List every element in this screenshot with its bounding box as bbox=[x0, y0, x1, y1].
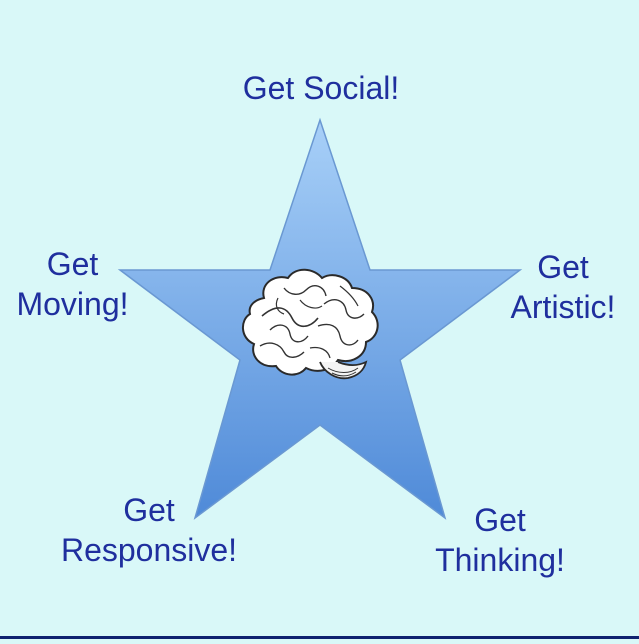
label-get-moving-line2: Moving! bbox=[16, 286, 129, 322]
label-get-artistic-line2: Artistic! bbox=[510, 289, 616, 325]
label-get-artistic-line1: Get bbox=[537, 249, 589, 285]
label-get-responsive-line2: Responsive! bbox=[60, 532, 238, 568]
label-get-thinking-line1: Get bbox=[474, 502, 526, 538]
label-get-moving: Get Moving! bbox=[0, 244, 145, 324]
brain-icon bbox=[242, 268, 379, 380]
label-get-thinking: Get Thinking! bbox=[418, 500, 582, 580]
bottom-border bbox=[0, 636, 639, 639]
label-get-responsive: Get Responsive! bbox=[42, 490, 256, 570]
label-get-moving-line1: Get bbox=[46, 246, 99, 282]
label-get-thinking-line2: Thinking! bbox=[435, 542, 565, 578]
label-get-social-line1: Get Social! bbox=[242, 70, 400, 106]
label-get-responsive-line1: Get bbox=[123, 492, 175, 528]
label-get-artistic: Get Artistic! bbox=[493, 247, 633, 327]
label-get-social: Get Social! bbox=[210, 68, 432, 108]
